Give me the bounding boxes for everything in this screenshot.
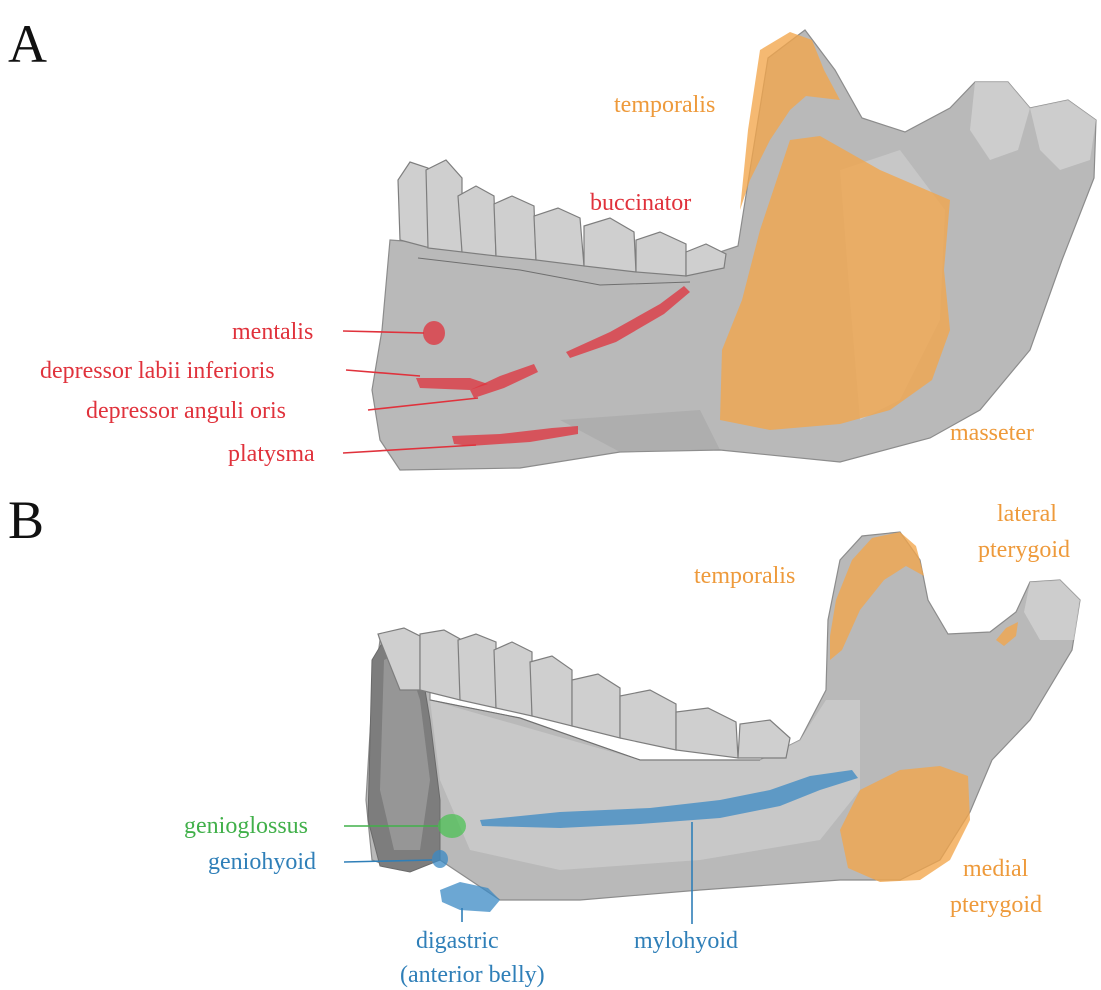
label-masseter: masseter (950, 420, 1034, 446)
label-platysma: platysma (228, 441, 315, 467)
panel-b: B (8, 490, 1080, 988)
label-digastric-line1: digastric (416, 928, 499, 954)
label-digastric-line2: (anterior belly) (400, 962, 545, 988)
panel-b-letter: B (8, 490, 44, 550)
label-temporalis-a: temporalis (614, 92, 715, 118)
panel-a-letter: A (8, 14, 47, 74)
label-temporalis-b: temporalis (694, 563, 795, 589)
label-lateral-pterygoid-line2: pterygoid (978, 537, 1070, 563)
label-geniohyoid: geniohyoid (208, 849, 316, 875)
label-mylohyoid: mylohyoid (634, 928, 738, 954)
label-mentalis: mentalis (232, 319, 313, 345)
panel-a: A (8, 14, 1096, 470)
genioglossus-attachment-b (438, 814, 466, 838)
label-medial-pterygoid-line1: medial (963, 856, 1029, 882)
label-medial-pterygoid-line2: pterygoid (950, 892, 1042, 918)
label-lateral-pterygoid-line1: lateral (997, 501, 1057, 527)
mentalis-attachment-a (423, 321, 445, 345)
label-genioglossus: genioglossus (184, 813, 308, 839)
geniohyoid-attachment-b (432, 850, 448, 868)
label-depressor-labii-inferioris: depressor labii inferioris (40, 358, 275, 384)
label-depressor-anguli-oris: depressor anguli oris (86, 398, 286, 424)
label-buccinator: buccinator (590, 190, 691, 216)
